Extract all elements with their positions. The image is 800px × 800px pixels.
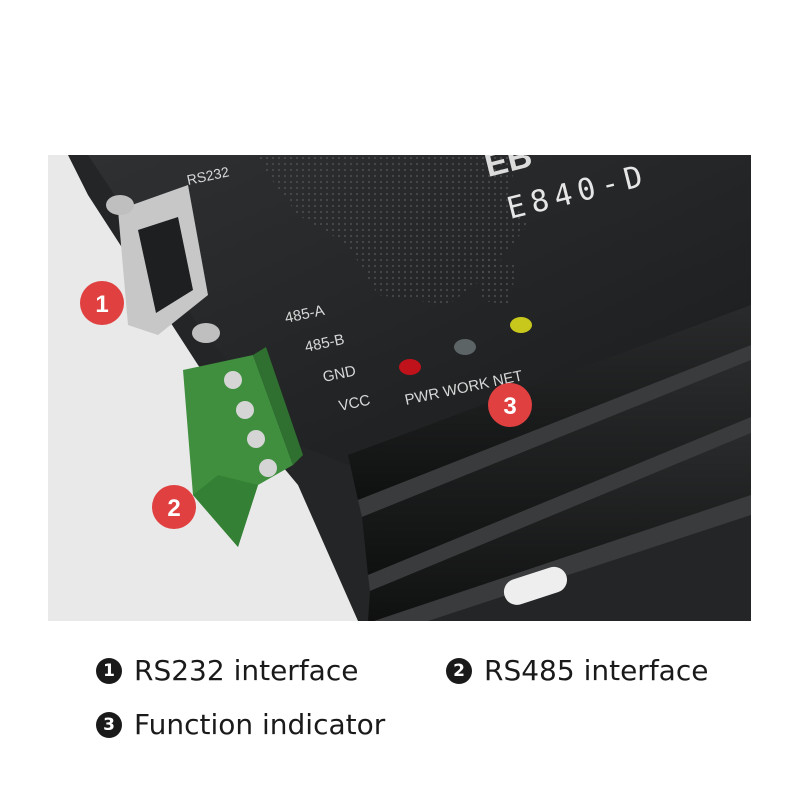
net-led	[510, 317, 532, 333]
legend-number-3: 3	[96, 711, 122, 738]
legend-text-3: Function indicator	[134, 708, 386, 741]
heat-sink-fin	[368, 433, 751, 621]
world-map-pattern	[258, 155, 528, 305]
product-photo: RS232 EB E840-D 485-A 485-B GND VCC PWR …	[48, 155, 751, 621]
terminal-label-gnd: GND	[321, 362, 357, 386]
mounting-slot	[503, 566, 568, 605]
terminal-label-vcc: VCC	[337, 392, 372, 415]
device-illustration: RS232 EB E840-D 485-A 485-B GND VCC PWR …	[48, 155, 751, 621]
connector-screw	[192, 323, 220, 343]
callout-badge-3	[488, 383, 532, 427]
connector-screw	[106, 195, 134, 215]
terminal-screw	[224, 371, 242, 389]
legend-item-indicator: 3 Function indicator	[96, 708, 385, 741]
callout-number-3: 3	[503, 393, 516, 420]
legend-text-2: RS485 interface	[484, 654, 709, 687]
pwr-led	[399, 359, 421, 375]
legend: 1 RS232 interface 2 RS485 interface 3 Fu…	[96, 648, 736, 758]
heat-sink-fin	[362, 360, 751, 575]
callout-badge-2	[152, 485, 196, 529]
terminal-screw	[247, 430, 265, 448]
legend-item-rs232: 1 RS232 interface	[96, 654, 358, 687]
heat-sink-fin	[348, 305, 751, 500]
work-led	[454, 339, 476, 355]
legend-number-2: 2	[446, 657, 472, 684]
terminal-screw	[259, 459, 277, 477]
terminal-screw	[236, 401, 254, 419]
legend-text-1: RS232 interface	[134, 654, 359, 687]
callout-badge-1	[80, 281, 124, 325]
callout-number-2: 2	[167, 495, 180, 522]
legend-item-rs485: 2 RS485 interface	[446, 654, 708, 687]
legend-number-1: 1	[96, 657, 122, 684]
callout-number-1: 1	[95, 291, 108, 318]
